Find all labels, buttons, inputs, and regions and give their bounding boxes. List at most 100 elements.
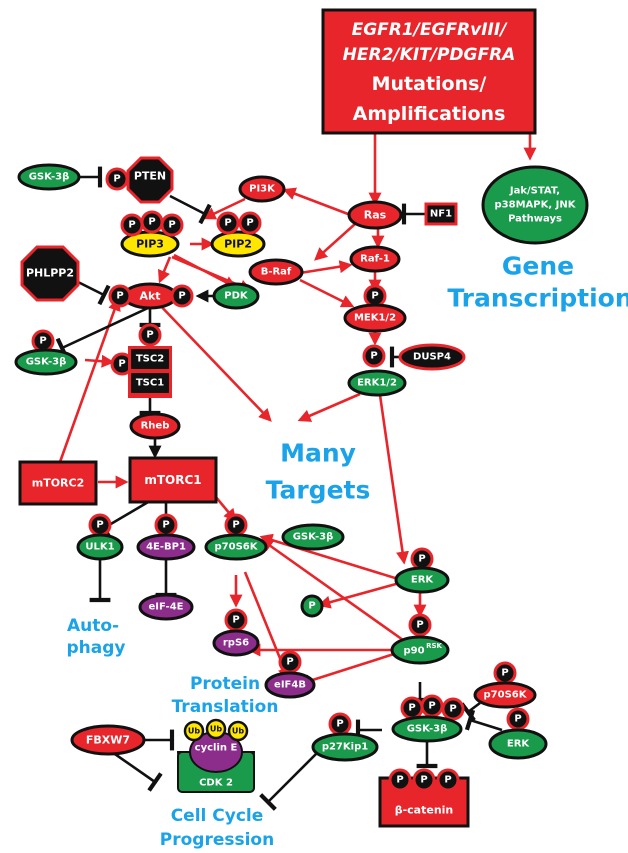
erk-label-low: ERK [507, 739, 531, 750]
rps6-node: rpS6 [212, 629, 260, 657]
svg-text:Ub: Ub [210, 725, 222, 734]
nf1-label: NF1 [430, 209, 452, 220]
phospho-badge: P [400, 696, 424, 720]
mtorc2-label: mTORC2 [32, 477, 85, 490]
rps6-label: rpS6 [223, 638, 249, 649]
raf1-node: Raf-1 [349, 245, 401, 273]
nf1-node: NF1 [424, 202, 458, 226]
braf-label: B-Raf [261, 267, 292, 278]
4ebp1-label: 4E-BP1 [146, 542, 186, 553]
braf-node: B-Raf [248, 258, 304, 286]
svg-text:P: P [232, 615, 239, 626]
pip3-label: PIP3 [136, 238, 164, 251]
svg-text:P: P [501, 668, 508, 679]
fbxw7-node: FBXW7 [70, 724, 146, 756]
many-targets-label-1: Many [280, 439, 356, 468]
receptor-line2: HER2/KIT/PDGFRA [343, 45, 516, 65]
erk-label-mid: ERK [411, 575, 435, 586]
svg-text:Ub: Ub [188, 727, 200, 736]
receptor-line1: EGFR1/EGFRvIII/ [352, 20, 509, 40]
akt-node: Akt [122, 282, 178, 310]
svg-text:P: P [396, 775, 403, 786]
phospho-badge: P [420, 694, 444, 718]
mtorc1-label: mTORC1 [144, 473, 201, 487]
cyclin-e-label: cyclin E [195, 743, 238, 754]
gene-transcription-label-2: Transcription [447, 284, 628, 313]
rheb-label: Rheb [141, 421, 170, 432]
svg-text:P: P [168, 220, 175, 231]
svg-text:P: P [418, 554, 425, 565]
pip2-label: PIP2 [224, 238, 252, 251]
pi3k-label: PI3K [249, 184, 276, 195]
svg-text:P: P [128, 220, 135, 231]
jak-line2: p38MAPK, JNK [495, 200, 577, 211]
svg-text:P: P [449, 704, 456, 715]
phospho-badge: P [363, 284, 387, 308]
mek-node: MEK1/2 [343, 303, 407, 333]
gsk3b-node-mid: GSK-3β [14, 348, 78, 376]
phospho-badge: P [493, 661, 517, 685]
mek-label: MEK1/2 [354, 313, 396, 324]
autophagy-label-2: phagy [67, 638, 126, 658]
svg-text:Ub: Ub [232, 727, 244, 736]
phospho-badge: P [412, 768, 436, 792]
rsk-superscript: RSK [426, 642, 442, 650]
ulk1-label: ULK1 [85, 542, 114, 553]
phospho-badge: P [31, 329, 55, 353]
gsk3b-label-p70: GSK-3β [293, 532, 334, 543]
svg-text:P: P [444, 775, 451, 786]
eif4b-label: eIF4B [274, 680, 306, 691]
svg-text:P: P [162, 520, 169, 531]
many-targets-label-2: Targets [266, 476, 371, 505]
cdk2-label: CDK 2 [199, 778, 233, 789]
phospho-badge: P [410, 547, 434, 571]
ulk1-node: ULK1 [76, 533, 124, 561]
4ebp1-node: 4E-BP1 [136, 533, 196, 561]
phospho-badge: P [216, 211, 240, 235]
svg-text:P: P [246, 218, 253, 229]
p70s6k-node: p70S6K [204, 533, 268, 561]
svg-text:P: P [148, 217, 155, 228]
phospho-badge: P [110, 352, 134, 376]
svg-text:P: P [416, 620, 423, 631]
p90rsk-node: p90 RSK [390, 635, 450, 665]
erk12-node: ERK1/2 [347, 369, 407, 397]
phospho-badge: P [108, 284, 132, 308]
erk12-label: ERK1/2 [357, 378, 397, 389]
cell-cycle-label-1: Cell Cycle [171, 806, 264, 826]
ubiquitin-badge: Ub [227, 720, 249, 742]
svg-text:P: P [420, 775, 427, 786]
tsc1-label: TSC1 [136, 378, 164, 389]
p70s6k-label: p70S6K [215, 542, 259, 553]
receptor-line3: Mutations/ [372, 73, 487, 95]
protein-translation-label-2: Translation [172, 697, 279, 717]
svg-text:P: P [116, 291, 123, 302]
raf1-label: Raf-1 [360, 254, 390, 265]
svg-text:P: P [370, 351, 377, 362]
p90-label: p90 [403, 646, 424, 657]
pi3k-node: PI3K [238, 175, 286, 203]
svg-text:P: P [514, 714, 521, 725]
gsk3b-node-top: GSK-3β [17, 163, 81, 191]
phospho-badge-green: P [300, 594, 324, 618]
phospho-badge: P [138, 323, 162, 347]
bcatenin-label: β-catenin [395, 804, 454, 817]
erk-node-low: ERK [488, 728, 548, 760]
pip3-node: PIP3 [120, 230, 180, 258]
svg-text:P: P [146, 330, 153, 341]
autophagy-label-1: Auto- [67, 616, 119, 636]
svg-text:P: P [113, 174, 120, 185]
eif4e-node: eIF-4E [138, 593, 194, 621]
jak-stat-node: Jak/STAT, p38MAPK, JNK Pathways [481, 165, 589, 245]
svg-text:P: P [336, 719, 343, 730]
p27kip1-label: p27Kip1 [322, 742, 368, 753]
pip2-node: PIP2 [210, 230, 266, 258]
phospho-badge: P [140, 210, 164, 234]
protein-translation-label-1: Protein [190, 674, 260, 694]
svg-text:P: P [408, 703, 415, 714]
pten-label: PTEN [134, 170, 166, 183]
phlpp2-label: PHLPP2 [26, 267, 74, 280]
phospho-badge: P [328, 712, 352, 736]
dusp4-node: DUSP4 [398, 343, 466, 371]
gsk3b-node-p70: GSK-3β [281, 523, 345, 551]
